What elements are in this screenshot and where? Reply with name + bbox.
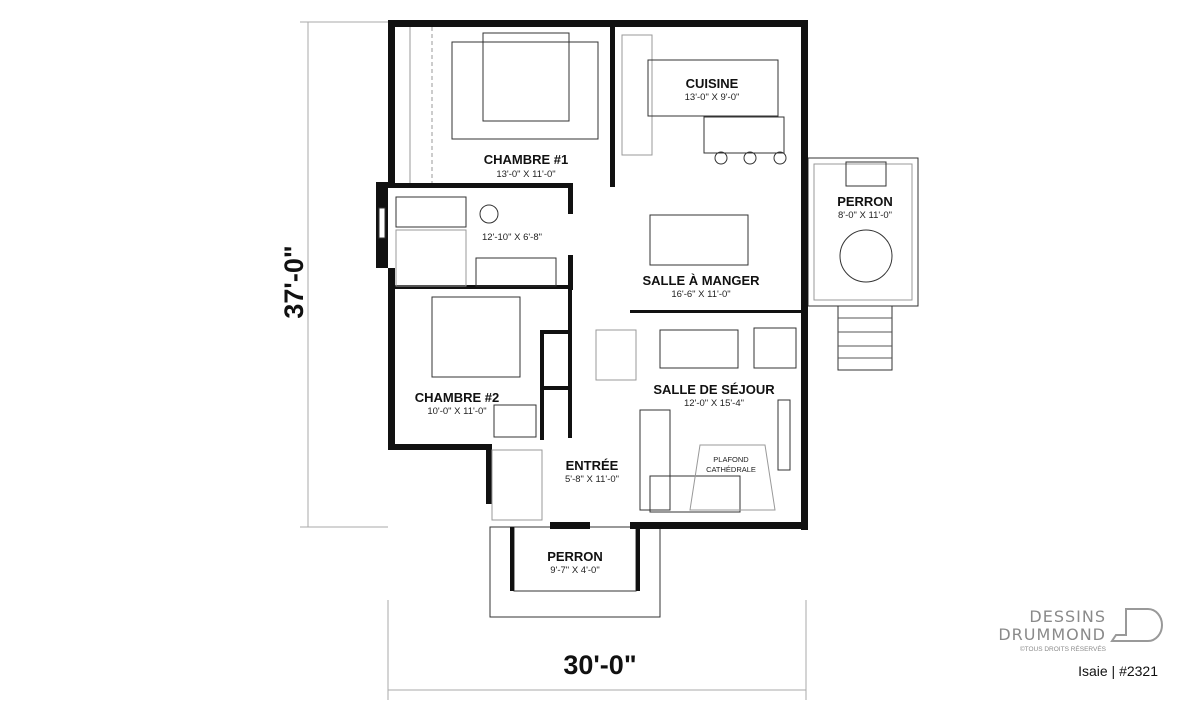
walls (376, 20, 808, 530)
room-size-chambre2: 10'-0" X 11'-0" (427, 406, 486, 417)
room-size-entree: 5'-8" X 11'-0" (565, 474, 619, 485)
room-name-chambre1: CHAMBRE #1 (484, 152, 569, 167)
logo-line2: DRUMMOND (998, 625, 1106, 644)
room-size-perron-side: 8'-0" X 11'-0" (838, 210, 892, 221)
width-dimension: 30'-0" (563, 650, 636, 680)
furniture (395, 32, 797, 521)
room-name-salle-manger: SALLE À MANGER (643, 273, 761, 288)
room-size-salle-manger: 16'-6" X 11'-0" (671, 289, 730, 300)
side-porch (807, 157, 919, 371)
room-name-perron-side: PERRON (837, 194, 893, 209)
ceiling-note-2: CATHÉDRALE (706, 465, 756, 474)
logo-line1: DESSINS (1029, 607, 1106, 626)
plan-id: Isaie | #2321 (1078, 663, 1158, 679)
dimension-lines (300, 21, 807, 700)
room-size-sejour: 12'-0" X 15'-4" (684, 398, 744, 409)
room-name-entree: ENTRÉE (566, 458, 619, 473)
room-size-perron-front: 9'-7" X 4'-0" (550, 565, 599, 576)
room-name-cuisine: CUISINE (686, 76, 739, 91)
depth-dimension: 37'-0" (279, 245, 309, 318)
room-size-bathroom: 12'-10" X 6'-8" (482, 232, 542, 243)
room-size-chambre1: 13'-0" X 11'-0" (496, 169, 555, 180)
room-size-cuisine: 13'-0" X 9'-0" (685, 92, 740, 103)
logo: DESSINS DRUMMOND ©TOUS DROITS RÉSERVÉS (998, 607, 1163, 653)
ceiling-note-1: PLAFOND (713, 455, 749, 464)
room-name-chambre2: CHAMBRE #2 (415, 390, 500, 405)
copyright: ©TOUS DROITS RÉSERVÉS (1020, 644, 1107, 653)
room-name-perron-front: PERRON (547, 549, 603, 564)
room-name-sejour: SALLE DE SÉJOUR (653, 382, 775, 397)
